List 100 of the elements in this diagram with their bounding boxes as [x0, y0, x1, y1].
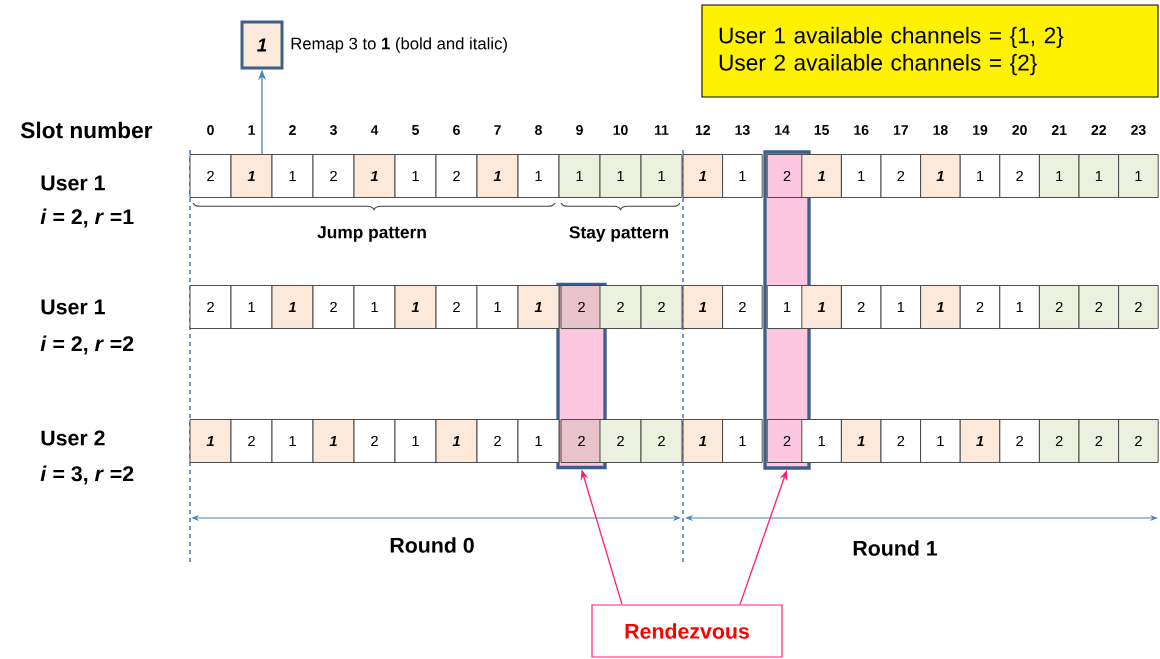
slot-cell: 1 [920, 154, 961, 198]
slot-cell: 2 [353, 419, 396, 463]
label-text: Slot number [20, 121, 153, 139]
slot-cell: 1 [840, 154, 882, 198]
slot-number: 16 [854, 125, 869, 135]
slot-cell: 1 [435, 419, 478, 463]
slot-cell: 1 [682, 285, 724, 329]
remap-cell: 1 [240, 20, 284, 70]
slot-number: 21 [1051, 125, 1067, 135]
slot-cell: 1 [312, 419, 355, 463]
slot-cell: 1 [353, 154, 396, 198]
annotation-text: Remap 3 to 1 (bold and italic) [291, 37, 507, 53]
slot-cell: 1 [517, 285, 560, 329]
round-label: Round 1 [853, 540, 938, 556]
slot-cell: 2 [1078, 285, 1120, 329]
slot-cell: 2 [435, 154, 478, 198]
slot-cell: 1 [271, 419, 314, 463]
row-parameters: i = 3, r =2 [40, 465, 134, 485]
row-label: User 2 [41, 430, 105, 446]
slot-cell: 1 [558, 154, 601, 198]
slot-number: 13 [735, 125, 750, 135]
slot-number: 9 [576, 125, 583, 135]
slot-cell: 1 [920, 419, 961, 463]
slot-cell: 2 [1038, 285, 1080, 329]
row-parameters: i = 2, r =2 [40, 335, 134, 355]
slot-number: 15 [814, 125, 829, 135]
slot-cell: 2 [840, 285, 882, 329]
row-parameters: i = 2, r =1 [40, 208, 134, 228]
slot-number: 23 [1131, 125, 1146, 135]
slot-number: 19 [973, 125, 988, 135]
slot-cell: 2 [476, 419, 519, 463]
slot-cell: 1 [476, 285, 519, 329]
slot-cell: 1 [517, 154, 560, 198]
slot-cell: 2 [640, 419, 683, 463]
slot-cell: 1 [682, 154, 724, 198]
slot-cell: 1 [959, 154, 1001, 198]
slot-cell: 1 [640, 154, 683, 198]
slot-number: 4 [370, 125, 379, 135]
slot-cell: 1 [271, 154, 314, 198]
slot-cell: 1 [517, 419, 560, 463]
slot-cell: 2 [999, 419, 1040, 463]
info-box: User 1 available channels = {1, 2} User 2 available channels = {2} [701, 4, 1159, 98]
slot-number: 10 [613, 125, 628, 135]
slot-cell: 2 [880, 419, 922, 463]
slot-number: 3 [329, 125, 337, 135]
slot-cell: 2 [599, 419, 642, 463]
slot-cell: 2 [189, 154, 232, 198]
slot-cell: 2 [640, 285, 683, 329]
slot-number: 22 [1091, 125, 1106, 135]
slot-cell: 1 [959, 419, 1001, 463]
slot-cell: 1 [394, 154, 437, 198]
pattern-label: Jump pattern [317, 226, 426, 242]
slot-number: 17 [893, 125, 908, 135]
slot-number: 8 [535, 125, 542, 135]
slot-cell: 1 [599, 154, 642, 198]
slot-number: 0 [207, 125, 214, 135]
slot-cell: 1 [353, 285, 396, 329]
slot-cell: 2 [435, 285, 478, 329]
slot-cell: 2 [1118, 419, 1159, 463]
slot-cell: 2 [189, 285, 232, 329]
slot-number: 1 [248, 125, 255, 135]
slot-cell: 1 [722, 154, 763, 198]
slot-cell: 1 [801, 419, 842, 463]
slot-cell: 2 [312, 285, 355, 329]
slot-cell: 2 [959, 285, 1001, 329]
slot-cell: 1 [801, 154, 842, 198]
slot-cell: 1 [920, 285, 961, 329]
slot-cell: 1 [230, 285, 273, 329]
slot-cell: 1 [999, 285, 1040, 329]
slot-cell: 1 [189, 419, 232, 463]
slot-cell: 2 [1038, 419, 1080, 463]
slot-number: 14 [775, 125, 790, 135]
callout-box: Rendezvous [591, 604, 783, 658]
round-label: Round 0 [390, 537, 474, 553]
slot-cell: 2 [599, 285, 642, 329]
slot-number: 12 [695, 125, 710, 135]
slot-cell: 2 [722, 285, 763, 329]
slot-number: 2 [289, 125, 296, 135]
slot-cell: 1 [1118, 154, 1159, 198]
slot-number: 11 [655, 125, 669, 135]
slot-cell: 2 [312, 154, 355, 198]
slot-cell: 1 [682, 419, 724, 463]
pattern-label: Stay pattern [569, 226, 668, 242]
slot-cell: 1 [271, 285, 314, 329]
slot-number: 7 [494, 125, 501, 135]
slot-number: 6 [453, 125, 460, 135]
slot-number: 18 [933, 125, 948, 135]
slot-number: 5 [412, 125, 419, 135]
slot-cell: 1 [394, 419, 437, 463]
slot-cell: 1 [394, 285, 437, 329]
slot-cell: 1 [722, 419, 763, 463]
slot-cell: 1 [840, 419, 882, 463]
slot-cell: 1 [1038, 154, 1080, 198]
slot-cell: 2 [560, 419, 603, 463]
slot-cell: 1 [1078, 154, 1120, 198]
slot-cell: 1 [230, 154, 273, 198]
slot-cell: 1 [476, 154, 519, 198]
row-label: User 1 [41, 175, 105, 191]
slot-cell: 2 [230, 419, 273, 463]
slot-cell: 2 [999, 154, 1040, 198]
